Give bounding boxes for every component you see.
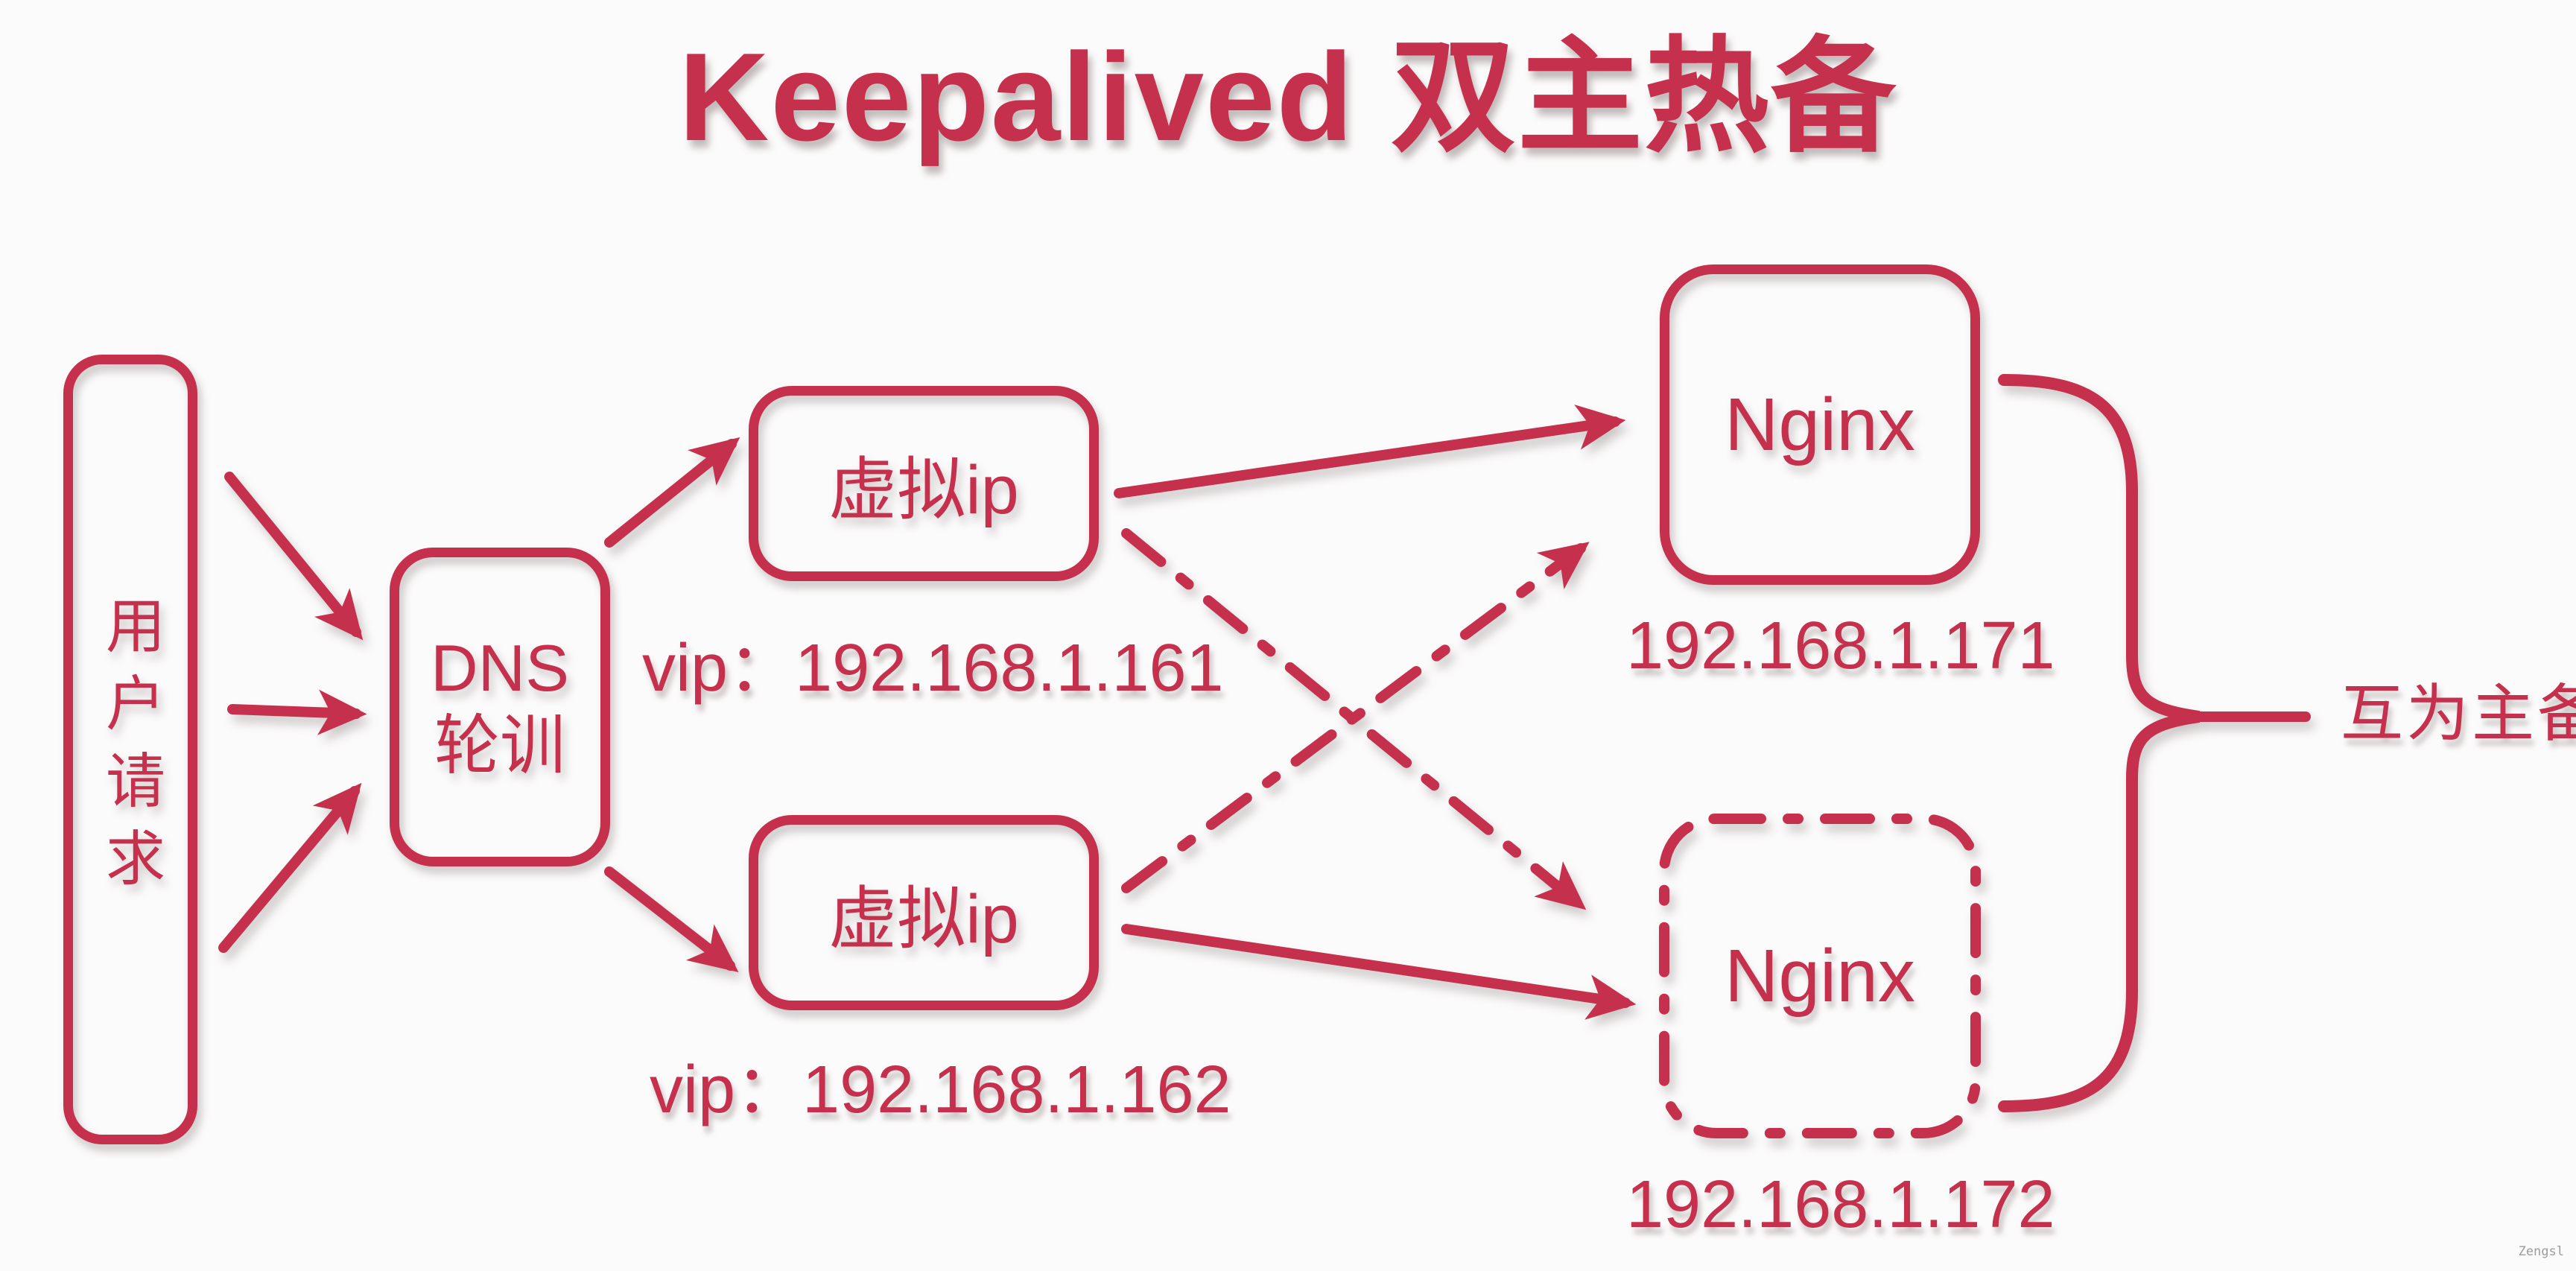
watermark: Zengsl	[2518, 1244, 2564, 1259]
page-title: Keepalived 双主热备	[679, 27, 1897, 167]
nginx-bottom-box	[1659, 814, 1981, 1138]
vip-top-box: 虚拟ip	[749, 386, 1099, 581]
brace	[1998, 374, 2201, 1112]
arrow-vip-top-to-nginx-top	[1114, 405, 1626, 498]
arrow-user-to-dns-top	[224, 472, 364, 641]
arrow-dns-to-vip-bottom	[604, 866, 739, 972]
dns-label: DNS 轮训	[431, 630, 569, 785]
dns-label-line1: DNS	[431, 631, 569, 706]
arrow-user-to-dns-bottom	[218, 782, 362, 953]
arrow-user-to-dns-middle	[227, 689, 367, 735]
vip-top-caption: vip：192.168.1.161	[642, 631, 1224, 706]
vip-top-label: 虚拟ip	[828, 451, 1019, 528]
nginx-top-ip: 192.168.1.171	[1626, 609, 2055, 683]
arrow-vip-bottom-to-nginx-top	[1121, 542, 1590, 893]
user-request-box: 用户请求	[63, 355, 197, 1144]
nginx-top-label: Nginx	[1725, 382, 1915, 466]
user-request-label: 用户请求	[98, 595, 164, 904]
arrow-dns-to-vip-top	[604, 437, 740, 548]
vip-bottom-label: 虚拟ip	[828, 881, 1019, 957]
arrow-vip-bottom-to-nginx-bottom	[1121, 924, 1637, 1020]
nginx-top-box: Nginx	[1660, 264, 1980, 585]
brace-label: 互为主备	[2341, 679, 2576, 749]
vip-bottom-caption: vip：192.168.1.162	[650, 1053, 1231, 1127]
vip-bottom-box: 虚拟ip	[749, 815, 1099, 1010]
nginx-bottom-ip: 192.168.1.172	[1626, 1167, 2055, 1242]
dns-label-line2: 轮训	[434, 709, 565, 782]
nginx-bottom-label: Nginx	[1725, 934, 1915, 1018]
dns-box: DNS 轮训	[390, 548, 610, 866]
